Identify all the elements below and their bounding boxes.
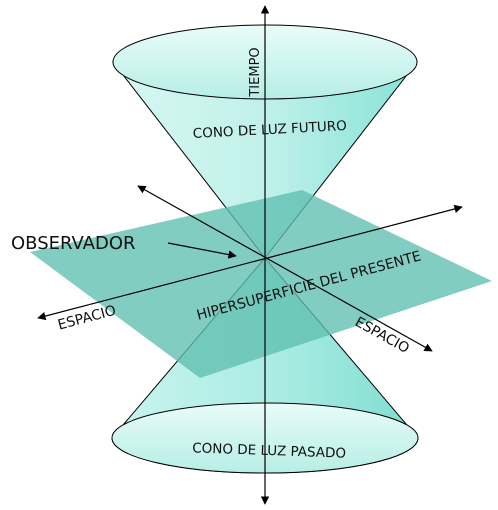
space-axis-diagonal bbox=[137, 185, 433, 352]
space-left-label: ESPACIO bbox=[56, 303, 118, 334]
time-axis-label: TIEMPO bbox=[248, 47, 263, 97]
past-cone-label: CONO DE LUZ PASADO bbox=[192, 440, 346, 461]
present-hypersurface-plane bbox=[30, 190, 492, 378]
observer-label: OBSERVADOR bbox=[11, 233, 136, 254]
observer-pointer-line bbox=[167, 242, 237, 259]
space-right-label: ESPACIO bbox=[352, 314, 412, 357]
